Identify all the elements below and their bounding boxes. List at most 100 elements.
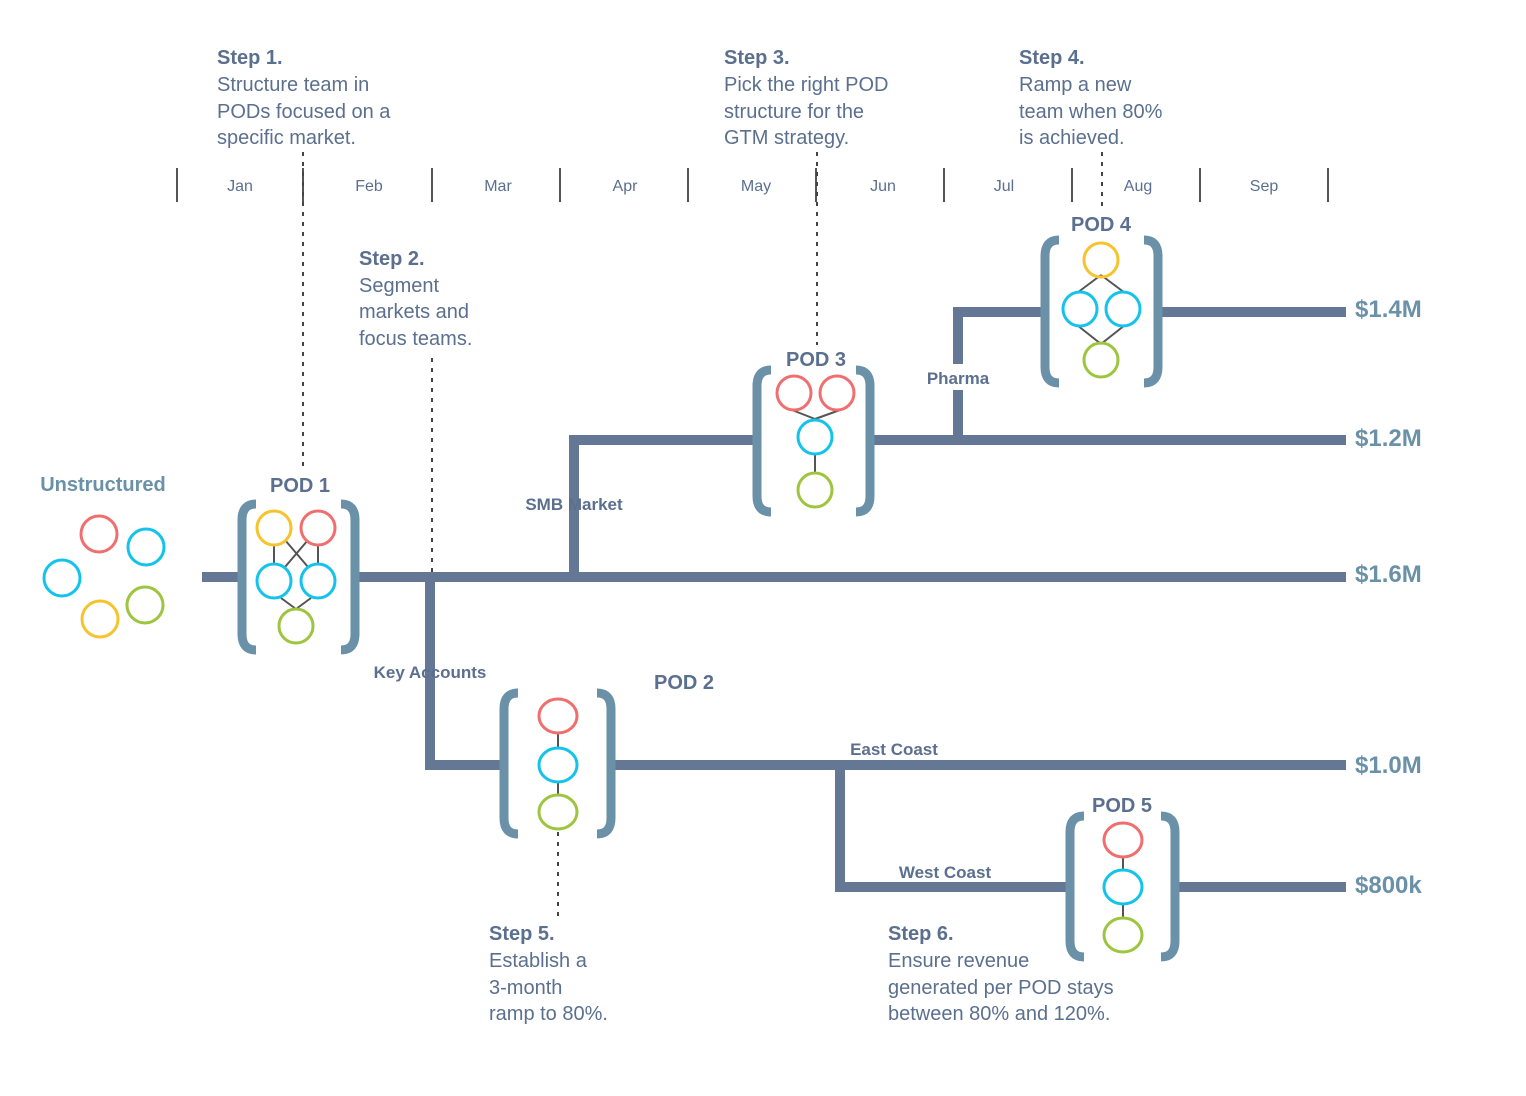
pod-1: POD 1 [237,475,360,655]
team-member-node [126,527,166,567]
step-text: Ramp a new [1019,74,1132,96]
unstructured-label: Unstructured [40,474,166,496]
step-text: focus teams. [359,328,472,350]
team-member-node [818,374,856,412]
bracket-left [752,365,772,517]
step-text: team when 80% [1019,101,1163,123]
month-label: Mar [484,178,512,195]
team-member-node [255,562,293,600]
bracket-left [1065,811,1085,962]
step-text: ramp to 80%. [489,1003,608,1025]
node-link [284,539,309,568]
team-member-node [255,509,293,547]
team-member-node [1102,821,1144,859]
step-text: generated per POD stays [888,977,1114,999]
pod-3: POD 3 [752,349,875,517]
step-text: 3-month [489,977,562,999]
pod-2: POD 2 [499,672,714,839]
team-member-node [299,562,337,600]
value-pharma: $1.4M [1355,296,1422,323]
step-text: PODs focused on a [217,101,391,123]
smb-track [569,435,756,577]
month-label: Aug [1124,178,1152,195]
branch-label-key-accounts: Key Accounts [374,663,487,682]
step-title: Step 2. [359,248,425,270]
value-smb: $1.2M [1355,425,1422,452]
branch-label-pharma: Pharma [927,369,990,388]
month-label: Jul [994,178,1014,195]
step-title: Step 4. [1019,47,1085,69]
step-text: GTM strategy. [724,127,849,149]
bracket-left [499,688,519,839]
team-member-node [537,697,579,735]
month-label: Jan [227,178,253,195]
team-member-node [1104,290,1142,328]
pod-label: POD 1 [270,475,330,497]
key-accounts-track [425,577,502,770]
value-main: $1.6M [1355,561,1422,588]
pod-label: POD 2 [654,672,714,694]
branch-label-west-coast: West Coast [899,863,992,882]
bracket-left [1040,235,1060,388]
step-text: between 80% and 120%. [888,1003,1110,1025]
node-link [295,597,312,610]
team-member-node [277,607,315,645]
month-label: Sep [1250,178,1279,195]
team-member-node [80,599,120,639]
bracket-right [596,688,616,839]
bracket-right [1160,811,1180,962]
team-member-node [1061,290,1099,328]
branch-label-east-coast: East Coast [850,740,938,759]
timeline: Jan Feb Mar Apr May Jun Jul Aug Sep [176,168,1329,202]
pod-label: POD 5 [1092,795,1152,817]
month-label: Feb [355,178,383,195]
node-link [1076,324,1102,345]
team-member-node [796,471,834,509]
step-text: is achieved. [1019,127,1125,149]
step-text: Pick the right POD [724,74,889,96]
pod-5: POD 5 [1065,795,1180,962]
team-member-node [125,585,165,625]
step-text: Structure team in [217,74,369,96]
team-member-node [775,374,813,412]
step-1: Step 1. Structure team in PODs focused o… [217,47,391,149]
pod-label: POD 3 [786,349,846,371]
step-3: Step 3. Pick the right POD structure for… [724,47,889,149]
step-text: Ensure revenue [888,950,1029,972]
step-text: markets and [359,301,469,323]
month-label: May [741,178,771,195]
team-member-node [299,509,337,547]
team-member-node [1082,241,1120,279]
team-member-node [1102,916,1144,954]
team-member-node [796,418,834,456]
pod-label: POD 4 [1071,214,1132,236]
node-link [1100,324,1126,345]
step-text: specific market. [217,127,356,149]
unstructured-group: Unstructured [40,474,166,639]
step-6: Step 6. Ensure revenue generated per POD… [888,923,1114,1025]
team-member-node [537,746,579,784]
team-member-node [79,514,119,554]
revenue-tracks [202,307,1346,892]
step-text: Establish a [489,950,588,972]
pod-4: POD 4 [1040,214,1163,388]
step-title: Step 6. [888,923,954,945]
step-title: Step 3. [724,47,790,69]
team-member-node [1082,341,1120,379]
step-text: structure for the [724,101,864,123]
step-title: Step 5. [489,923,555,945]
bracket-right [1143,235,1163,388]
step-4: Step 4. Ramp a new team when 80% is achi… [1019,47,1163,149]
node-link [791,409,816,420]
pharma-label-bg [920,364,996,390]
value-west-coast: $800k [1355,872,1422,899]
month-label: Jun [870,178,896,195]
bracket-right [340,499,360,655]
step-text: Segment [359,275,439,297]
team-member-node [1102,868,1144,906]
step-2: Step 2. Segment markets and focus teams. [359,248,472,350]
node-link [814,409,841,420]
west-coast-track [835,765,1070,892]
value-east-coast: $1.0M [1355,752,1422,779]
